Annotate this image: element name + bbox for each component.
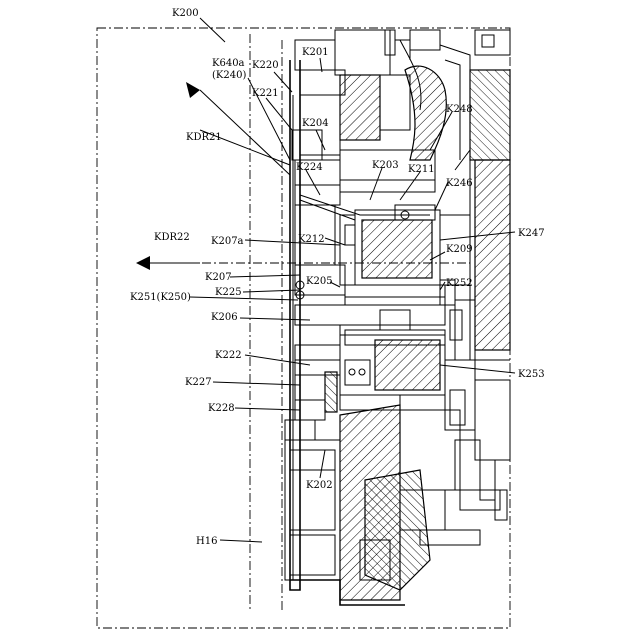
label-k206: K206 <box>211 312 238 323</box>
label-k247: K247 <box>518 228 545 239</box>
label-k246: K246 <box>446 178 473 189</box>
label-k207: K207 <box>205 272 232 283</box>
label-k212: K212 <box>298 234 325 245</box>
label-k209: K209 <box>446 244 473 255</box>
label-h16: H16 <box>196 536 217 547</box>
label-k248: K248 <box>446 104 473 115</box>
label-k227: K227 <box>185 377 212 388</box>
label-k240: (K240) <box>212 70 246 81</box>
label-k207a: K207a <box>211 236 244 247</box>
label-k220: K220 <box>252 60 279 71</box>
label-k225: K225 <box>215 287 242 298</box>
label-k200: K200 <box>172 8 199 19</box>
label-k253: K253 <box>518 369 545 380</box>
eye-icon-kdr22 <box>136 256 150 270</box>
label-k228: K228 <box>208 403 235 414</box>
label-k224: K224 <box>296 162 323 173</box>
label-kdr22: KDR22 <box>154 232 190 243</box>
label-k221: K221 <box>252 88 279 99</box>
label-k202: K202 <box>306 480 333 491</box>
lower-mechanism <box>445 360 510 520</box>
right-column <box>450 160 510 360</box>
label-k251: K251(K250) <box>130 292 191 303</box>
eye-icon-kdr21 <box>186 82 200 98</box>
label-k204: K204 <box>302 118 329 129</box>
label-k252: K252 <box>446 278 473 289</box>
label-k222: K222 <box>215 350 242 361</box>
part-k202 <box>285 405 480 605</box>
part-k206 <box>295 305 445 345</box>
label-k203: K203 <box>372 160 399 171</box>
label-k205: K205 <box>306 276 333 287</box>
label-k201: K201 <box>302 47 329 58</box>
label-kdr21: KDR21 <box>186 132 222 143</box>
label-k640a: K640a <box>212 58 245 69</box>
part-k253 <box>295 335 445 395</box>
label-k211: K211 <box>408 164 435 175</box>
part-k248 <box>395 30 510 170</box>
